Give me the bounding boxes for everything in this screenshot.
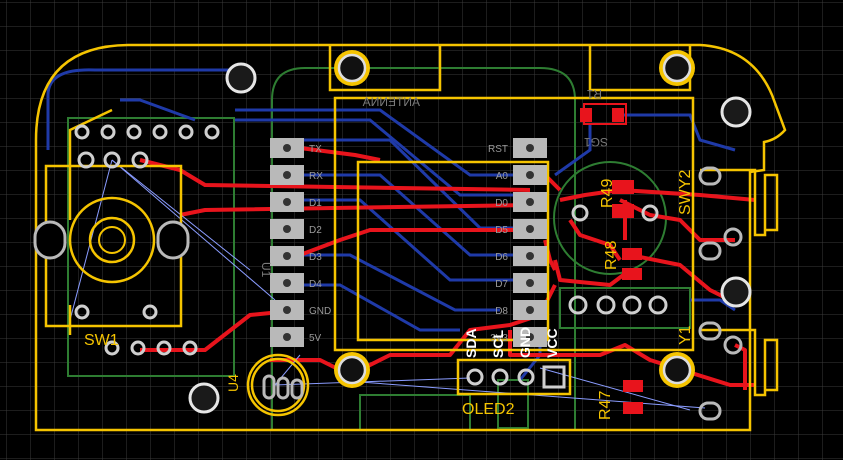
module-pin-hole: [526, 225, 534, 233]
label-gnd: GND: [517, 327, 533, 358]
label-r1: R1: [586, 87, 602, 101]
label-u4: U4: [225, 374, 241, 392]
module-pin-label: D5: [495, 225, 508, 236]
module-mount-holes: [334, 50, 695, 388]
module-pin-hole: [283, 225, 291, 233]
module-pin-label: RST: [488, 144, 508, 155]
module-pin-hole: [526, 252, 534, 260]
module-pin-label: D8: [495, 306, 508, 317]
module-pin-hole: [526, 171, 534, 179]
module-pin-hole: [283, 333, 291, 341]
module-pin-label: D4: [309, 279, 322, 290]
label-swy1: Y1: [677, 325, 694, 345]
module-pin-label: D6: [495, 252, 508, 263]
label-vcc: VCC: [544, 328, 560, 358]
label-r48: R48: [603, 241, 620, 270]
usb-connector-icon: [262, 374, 304, 400]
label-swy2: SWY2: [677, 170, 694, 215]
label-antenna: ANTENNA: [363, 95, 420, 109]
oled-vcc-pad: [542, 365, 566, 389]
module-pin-label: TX: [309, 144, 322, 155]
mounting-holes: [188, 62, 752, 414]
module-pin-hole: [283, 144, 291, 152]
label-oled: OLED2: [462, 401, 515, 418]
module-pin-hole: [283, 171, 291, 179]
smd-pads: [580, 108, 643, 414]
header-pads: [74, 124, 220, 356]
module-pin-hole: [526, 279, 534, 287]
module-pin-label: D1: [309, 198, 322, 209]
module-pin-label: GND: [309, 306, 331, 317]
joystick-icon[interactable]: [33, 196, 190, 284]
module-pin-label: D7: [495, 279, 508, 290]
r1-outline: [583, 103, 627, 125]
label-r49: R49: [599, 179, 616, 208]
module-pin-label: D2: [309, 225, 322, 236]
module-pin-label: A0: [496, 171, 509, 182]
module-pin-hole: [283, 306, 291, 314]
module-pin-label: RX: [309, 171, 323, 182]
mounting-hole-icon: [720, 276, 752, 308]
module-right-pads: [513, 138, 547, 347]
module-pin-hole: [526, 306, 534, 314]
module-pin-hole: [283, 252, 291, 260]
label-sg1: SG1: [584, 135, 608, 149]
label-scl: SCL: [490, 330, 506, 358]
module-pin-hole: [283, 279, 291, 287]
label-u1: U1: [259, 262, 273, 278]
module-pin-label: D0: [495, 198, 508, 209]
module-pin-hole: [283, 198, 291, 206]
mounting-hole-icon: [225, 62, 257, 94]
right-pads: [466, 204, 668, 386]
module-pin-label: D3: [309, 252, 322, 263]
label-sda: SDA: [463, 328, 479, 358]
mounting-hole-icon: [720, 96, 752, 128]
label-r47: R47: [597, 391, 614, 420]
module-pin-hole: [526, 198, 534, 206]
mounting-hole-icon: [188, 382, 220, 414]
label-sw1: SW1: [84, 332, 119, 349]
module-pin-label: 5V: [309, 333, 322, 344]
module-pin-hole: [526, 333, 534, 341]
module-pin-label: 3V3: [490, 333, 508, 344]
switch-icon[interactable]: [698, 166, 743, 421]
module-left-pads: [270, 138, 304, 347]
module-pin-hole: [526, 144, 534, 152]
